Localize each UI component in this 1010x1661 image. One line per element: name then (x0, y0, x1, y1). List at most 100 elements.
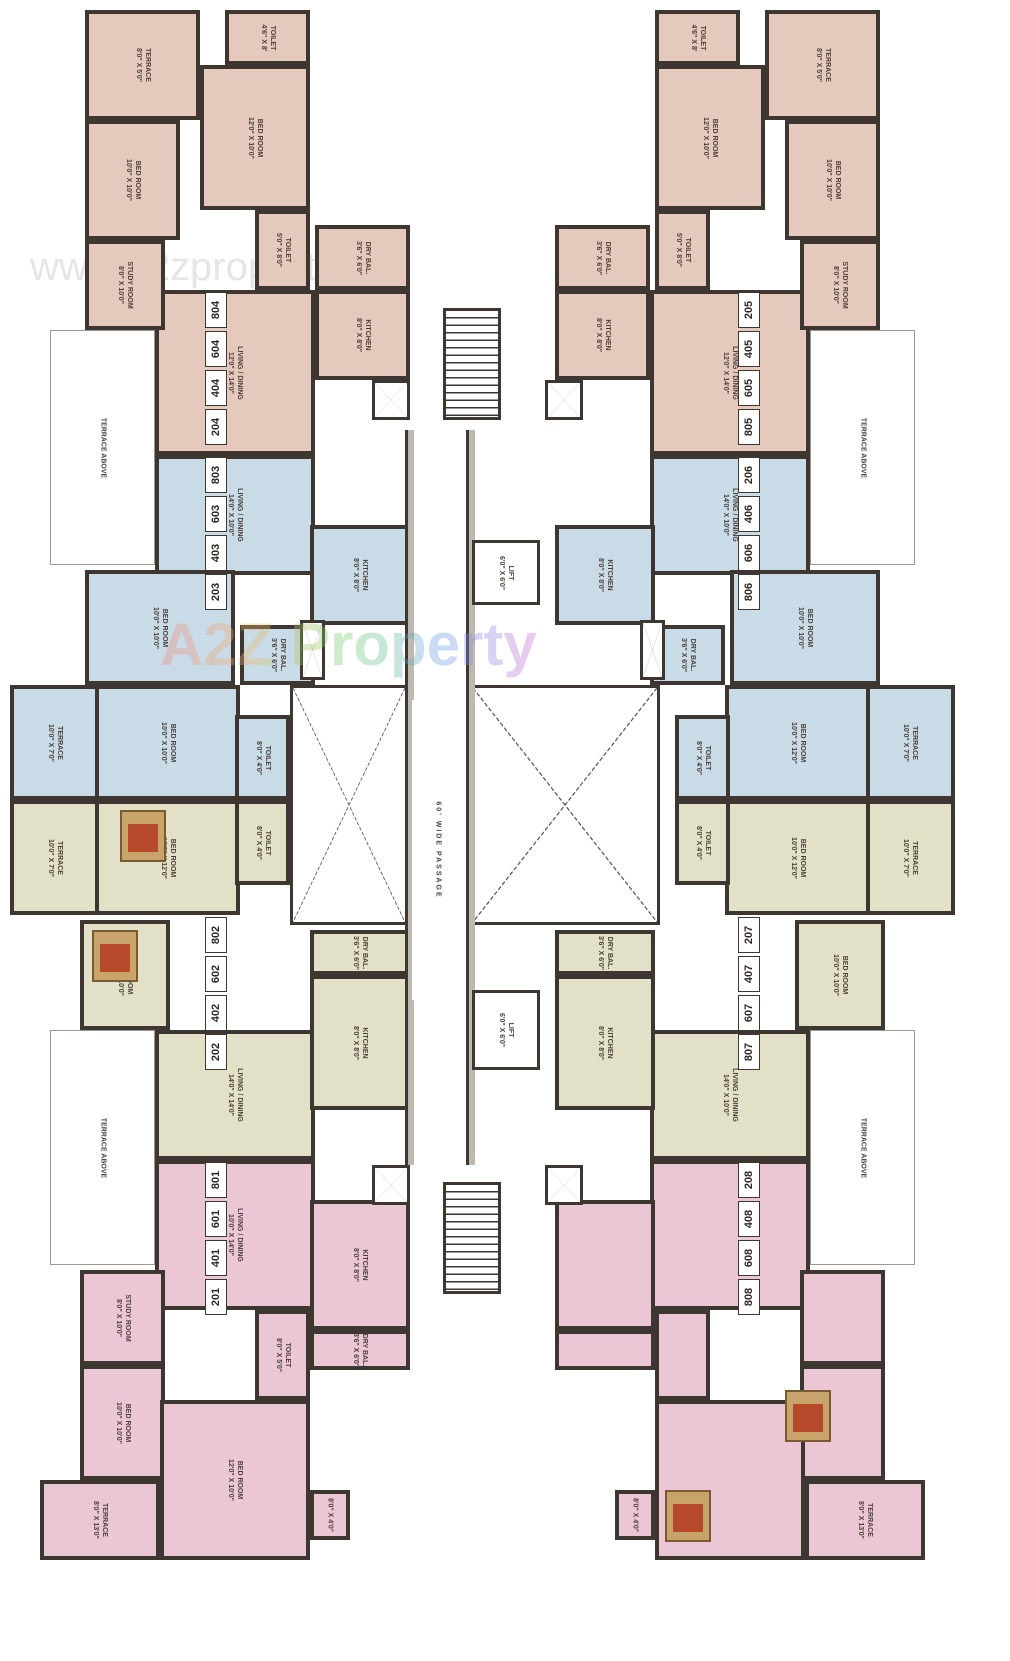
room-label-text: 10'0" X 10'0" (797, 606, 804, 649)
room-label-text: STUDY ROOM (126, 261, 133, 309)
room-label-text: BED ROOM (168, 838, 176, 877)
room-label-text: 8'0" X 4'0" (326, 1497, 334, 1533)
room-label-text: 8'0" X 8'0" (352, 557, 359, 593)
unit-number: 805 (738, 409, 760, 445)
room-label-text: STUDY ROOM (841, 261, 848, 309)
room-label-text: BED ROOM (798, 838, 806, 877)
passage-wall (405, 430, 414, 1165)
room-label-text: 8'0" X 4'0" (694, 825, 702, 860)
room-label-text: 8'0" X 8'0" (597, 557, 604, 593)
room-label-text: TOILET (683, 237, 691, 263)
room-label-text: LIFT (507, 1022, 514, 1038)
cross-icon (303, 623, 322, 677)
unit-number-text: 804 (210, 300, 222, 320)
room-label-text: 8'0" X 8'0" (352, 1025, 359, 1060)
room-label-text: 8'0" X 10'0" (832, 265, 839, 304)
unit-number-text: 403 (210, 543, 222, 563)
room-label-text: 10'0" X 10'0" (159, 721, 167, 764)
room-label-text: 10'0" X 7'0" (902, 838, 909, 877)
room-label-text: LIVING / DINING (236, 345, 243, 400)
unit-number: 208 (738, 1162, 760, 1198)
room-label-text: BED ROOM (168, 723, 176, 762)
room-label-text: DRY BAL. (688, 638, 696, 672)
room-label-text: DRY BAL. (361, 936, 368, 969)
room-label-text: KITCHEN (361, 1026, 368, 1059)
unit-number-text: 803 (210, 465, 222, 485)
room-label-text: TERRACE (823, 48, 831, 82)
bed-icon (120, 810, 166, 862)
room-label-text: 8'0" X 4'0" (254, 825, 262, 860)
unit-number: 607 (738, 995, 760, 1031)
room-label-text: 3'6" X 6'0" (352, 935, 359, 970)
unit-number: 405 (738, 331, 760, 367)
unit-number: 203 (205, 574, 227, 610)
terrace-above: TERRACE ABOVE (810, 330, 915, 565)
room-label: 8'0" X 4'0" (631, 1498, 640, 1532)
unit-number: 204 (205, 409, 227, 445)
room-label-text: 5'0" X 8'0" (274, 232, 282, 268)
unit-number: 207 (738, 917, 760, 953)
room: 8'0" X 4'0" (310, 1490, 350, 1540)
room-label-text: 12'0" X 10'0" (227, 1459, 234, 1501)
room-label-text: BED ROOM (133, 160, 141, 200)
open-shaft (545, 1165, 583, 1205)
room-label-text: BED ROOM (841, 955, 848, 995)
room-label-text: 12'0" X 10'0" (247, 116, 254, 159)
unit-number: 602 (205, 956, 227, 992)
unit-number-text: 208 (743, 1170, 755, 1190)
cross-icon (548, 1168, 580, 1202)
room-label-text: 8'0" X 5'0" (134, 47, 142, 83)
unit-number: 407 (738, 956, 760, 992)
open-shaft (640, 620, 665, 680)
room-label-text: 10'0" X 10'0" (124, 159, 132, 201)
staircase (443, 1182, 501, 1294)
unit-number-text: 205 (743, 300, 755, 320)
room-label-text: 10'0" X 12'0" (789, 836, 797, 879)
cross-icon (548, 383, 580, 417)
room: DRY BAL.3'6" X 6'0" (310, 1330, 410, 1370)
room-label-text: BED ROOM (833, 160, 841, 200)
open-shaft (372, 1165, 410, 1205)
room-label-text: TOILET (698, 25, 706, 50)
room (655, 1310, 710, 1400)
bed-icon (92, 930, 138, 982)
room-label-text: 8'0" X 10'0" (117, 265, 124, 304)
room-label-text: 3'6" X 6'0" (354, 240, 362, 275)
room-label-text: 4'6" X 8' (689, 24, 697, 51)
passage: 60' WIDE PASSAGE (412, 700, 464, 1000)
room-label-text: 10'0" X 7'0" (902, 723, 909, 762)
cross-icon (375, 1168, 407, 1202)
room-label-text: KITCHEN (361, 1249, 368, 1281)
unit-number: 806 (738, 574, 760, 610)
room-label-text: 10'0" X 10'0" (832, 954, 839, 996)
room-label-text: 8'0" X 5'0" (814, 47, 822, 83)
terrace-above: TERRACE ABOVE (50, 1030, 155, 1265)
